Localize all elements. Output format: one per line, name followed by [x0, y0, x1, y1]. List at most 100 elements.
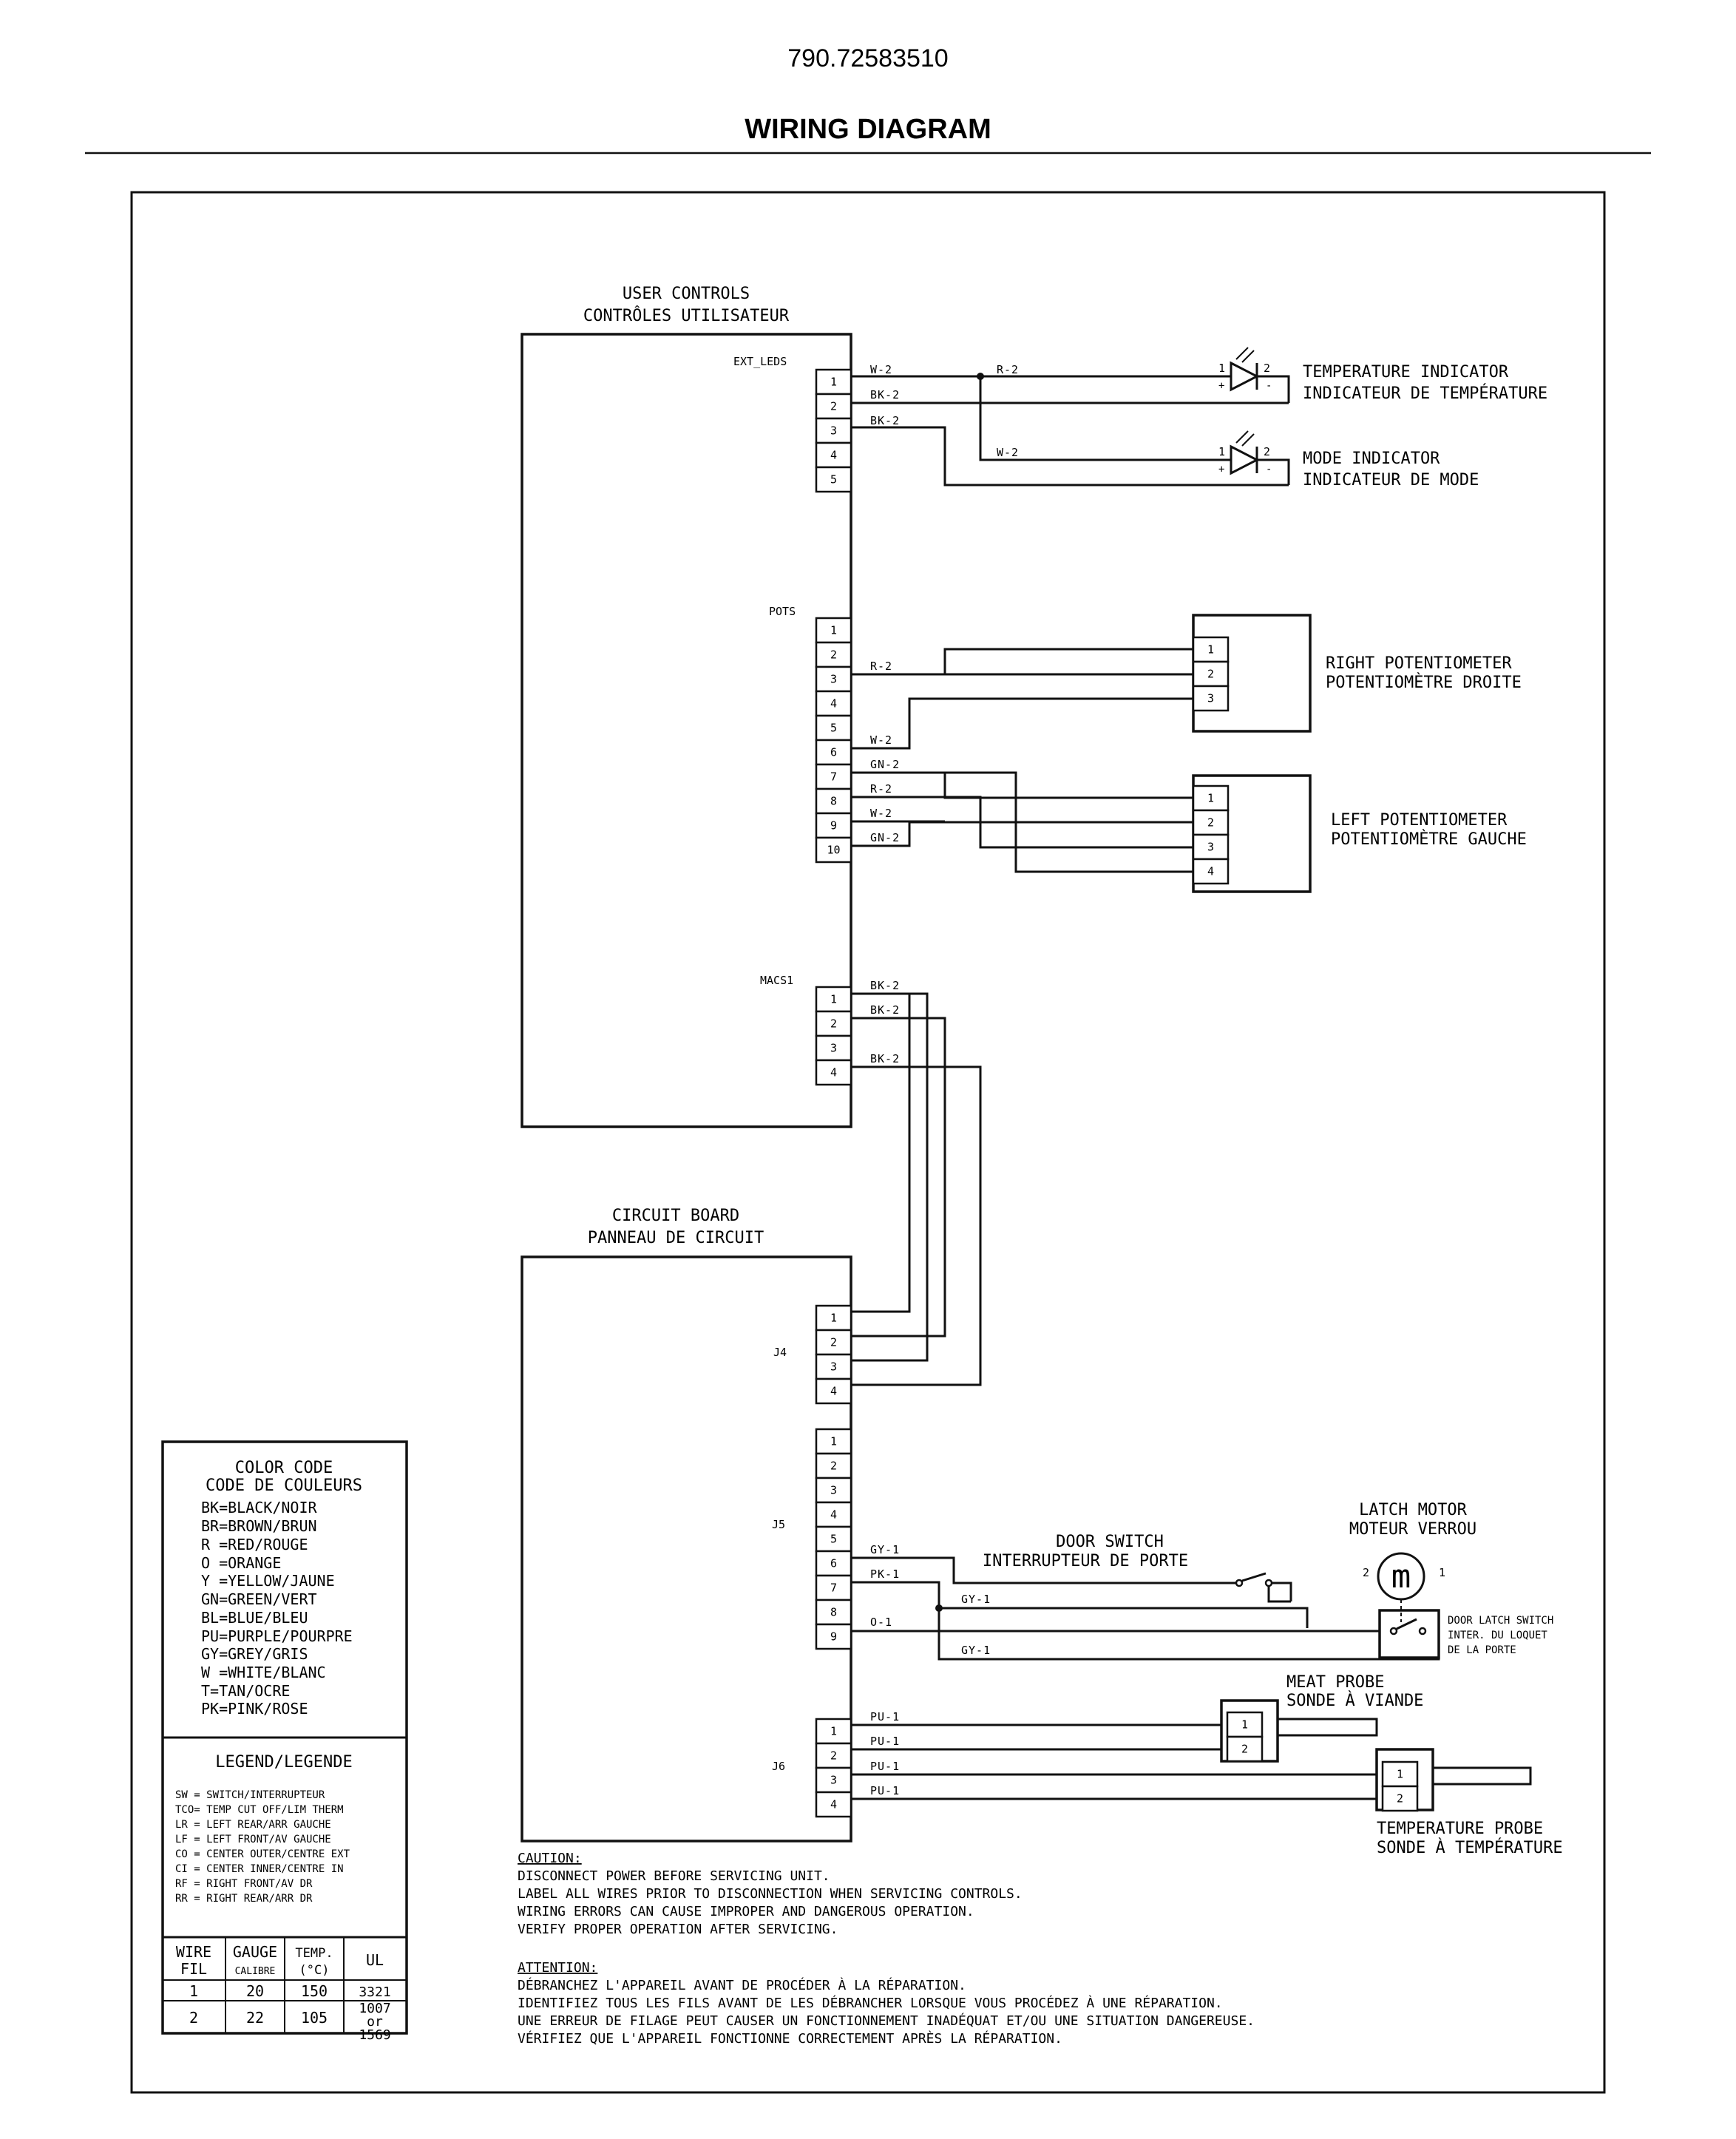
- caution-notes: CAUTION: DISCONNECT POWER BEFORE SERVICI…: [518, 1851, 1023, 1937]
- caution-line: DISCONNECT POWER BEFORE SERVICING UNIT.: [518, 1868, 830, 1884]
- pin-number: 3: [830, 1042, 837, 1055]
- pin-number: 1: [830, 1725, 837, 1738]
- page-title: WIRING DIAGRAM: [745, 114, 991, 145]
- connector-pin: [815, 1791, 852, 1818]
- door-latch-switch-box: [1378, 1609, 1440, 1659]
- pin-number: 1: [1207, 643, 1214, 657]
- caution-title: CAUTION:: [518, 1851, 582, 1866]
- pin-number: 4: [830, 697, 837, 711]
- wire-macs1-j4-3: [851, 992, 929, 1362]
- temperature-probe-label-fr: SONDE À TEMPÉRATURE: [1377, 1838, 1563, 1857]
- connector-pin: [815, 1452, 852, 1479]
- table-header-wire-fr: FIL: [180, 1960, 207, 1978]
- pin-number: 7: [830, 1582, 837, 1595]
- led-pin-1: 1: [1218, 445, 1225, 458]
- pin-number: 1: [830, 624, 837, 637]
- pin-number: 3: [1207, 692, 1214, 705]
- meat-probe-connector: 12: [1226, 1711, 1264, 1763]
- table-cell: 1: [189, 1982, 198, 2000]
- user-controls-title: USER CONTROLS: [623, 285, 750, 303]
- wire-pots10-lpot4: [851, 821, 1193, 847]
- meat-probe-label: MEAT PROBE: [1286, 1673, 1384, 1692]
- mode-indicator-led: 1 2 + - MODE INDICATOR INDICATEUR DE MOD…: [1218, 430, 1479, 489]
- color-code-entry: O =ORANGE: [201, 1554, 281, 1572]
- pin-number: 2: [1207, 668, 1214, 681]
- led-diode-icon: [1230, 444, 1260, 475]
- wire-label-bk2: BK-2: [870, 388, 900, 401]
- pin-number: 5: [830, 473, 837, 487]
- meat-probe-label-fr: SONDE À VIANDE: [1286, 1691, 1423, 1710]
- j4-label: J4: [773, 1346, 787, 1359]
- connector-pin: [1192, 858, 1230, 885]
- wire-label-pu1: PU-1: [870, 1760, 900, 1773]
- table-cell: 150: [301, 1982, 328, 2000]
- pin-number: 4: [1207, 865, 1214, 878]
- wire-label-bk2: BK-2: [870, 1052, 900, 1065]
- table-header-gauge: GAUGE: [233, 1943, 277, 1961]
- meat-probe: 12 MEAT PROBE SONDE À VIANDE: [1220, 1673, 1423, 1763]
- pin-number: 2: [830, 1749, 837, 1763]
- wire-pots6-rpot3: [851, 697, 1193, 750]
- door-latch-switch-label-fr1: INTER. DU LOQUET: [1448, 1630, 1547, 1641]
- pin-number: 2: [1397, 1792, 1403, 1806]
- color-code-entry: BL=BLUE/BLEU: [201, 1609, 308, 1627]
- connector-pin: [815, 787, 852, 815]
- connector-pin: [815, 393, 852, 420]
- connector-pin: [1226, 1735, 1264, 1763]
- led-pin-1: 1: [1218, 362, 1225, 375]
- table-cell: 3321: [359, 1984, 390, 2000]
- wire-label-r2: R-2: [997, 363, 1019, 376]
- wire-j5-7: [851, 1581, 1309, 1628]
- pin-number: 7: [830, 770, 837, 784]
- connector-pin: [1226, 1711, 1264, 1738]
- junction-dot: [935, 1604, 943, 1612]
- pin-number: 3: [830, 424, 837, 438]
- pin-number: 2: [830, 648, 837, 662]
- temperature-probe-lead: [1433, 1766, 1532, 1786]
- led-diode-icon: [1230, 361, 1260, 392]
- wire-label-gy1: GY-1: [961, 1644, 991, 1657]
- led-pin-minus: -: [1266, 464, 1272, 475]
- table-cell: 1007: [359, 2001, 390, 2016]
- j6-wiring: PU-1 PU-1 PU-1 PU-1: [851, 1710, 1383, 1800]
- pin-number: 4: [830, 449, 837, 462]
- led-pin-2: 2: [1264, 445, 1270, 458]
- pin-number: 5: [830, 1533, 837, 1546]
- connector-pin: [815, 812, 852, 839]
- circuit-board-module: CIRCUIT BOARD PANNEAU DE CIRCUIT J4 J5 J…: [521, 1207, 852, 1843]
- macs1-label: MACS1: [760, 974, 793, 987]
- wire-label-pk1: PK-1: [870, 1567, 900, 1581]
- connector-pin: [815, 1329, 852, 1356]
- wire-label-gn2: GN-2: [870, 831, 900, 844]
- table-header-gauge-fr: CALIBRE: [235, 1966, 276, 1977]
- connector-pin: [815, 466, 852, 493]
- connector-pin: [815, 617, 852, 644]
- pots-wiring: R-2 W-2 GN-2 R-2 W-2 GN-2: [851, 648, 1193, 873]
- right-potentiometer-label-fr: POTENTIOMÈTRE DROITE: [1326, 673, 1522, 692]
- j5-label: J5: [772, 1518, 785, 1531]
- temperature-probe: 12 TEMPERATURE PROBE SONDE À TEMPÉRATURE: [1375, 1748, 1563, 1857]
- legend-title: LEGEND/LEGENDE: [215, 1753, 352, 1772]
- wire-macs1-j4-2: [851, 1017, 946, 1338]
- color-code-entry: Y =YELLOW/JAUNE: [201, 1572, 335, 1590]
- led-pin-minus: -: [1266, 380, 1272, 392]
- legend-entry: RF = RIGHT FRONT/AV DR: [175, 1878, 313, 1890]
- pin-number: 1: [830, 376, 837, 389]
- pin-number: 9: [830, 819, 837, 833]
- pots-label: POTS: [769, 605, 796, 618]
- wire-label-r2: R-2: [870, 660, 892, 673]
- connector-pin: [1192, 685, 1230, 712]
- wire-table: WIRE FIL GAUGE CALIBRE TEMP. (°C) UL 1 2…: [163, 1937, 407, 2043]
- j6-label: J6: [772, 1760, 785, 1773]
- wire-label-w2: W-2: [997, 446, 1019, 459]
- motor-pin-1: 1: [1439, 1566, 1445, 1579]
- connector-pin: [815, 1059, 852, 1086]
- user-controls-box: [521, 333, 852, 1128]
- pin-number: 3: [1207, 841, 1214, 854]
- wire-label-bk2: BK-2: [870, 414, 900, 427]
- ext-leds-label: EXT_LEDS: [733, 355, 787, 368]
